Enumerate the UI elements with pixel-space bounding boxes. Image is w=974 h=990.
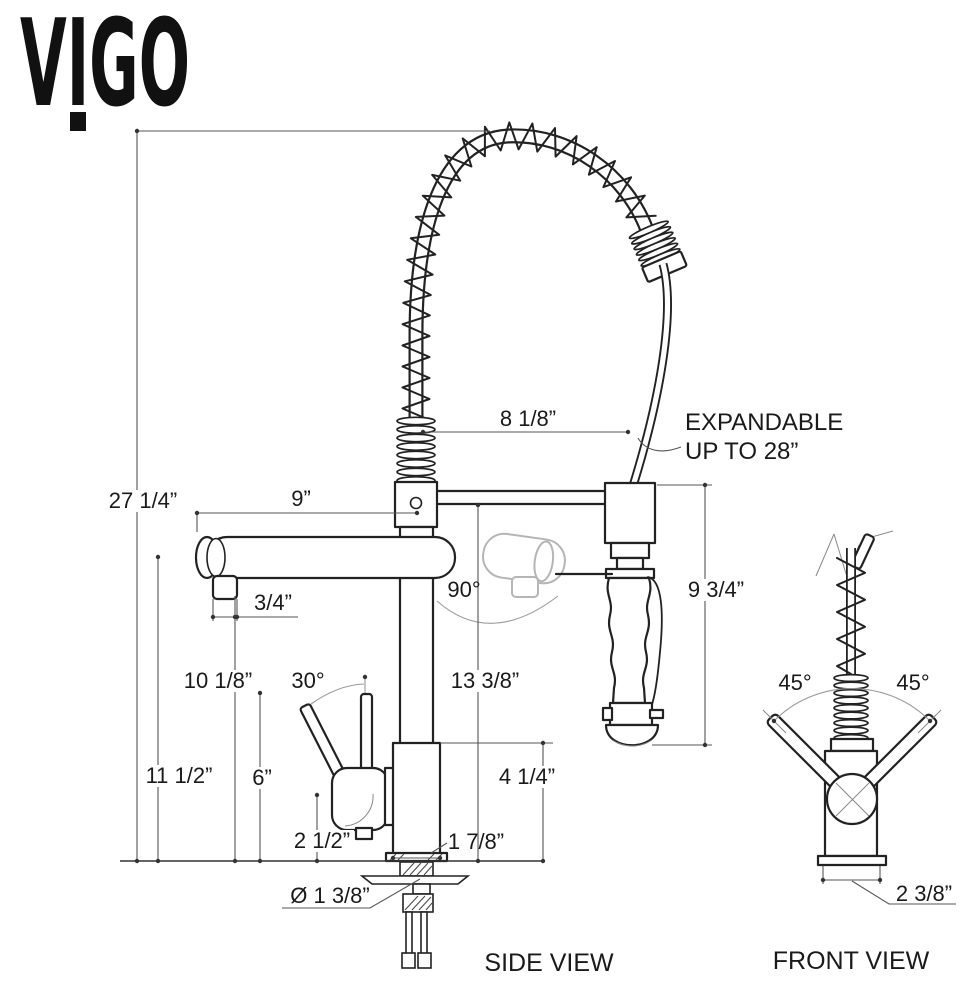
- spring-front-base: [829, 737, 875, 753]
- vigo-logo: VIGO: [20, 0, 190, 134]
- dim-spout-reach-label: 9”: [291, 486, 311, 511]
- front-base-plate: [816, 854, 888, 867]
- dimension-ticks: [134, 128, 933, 883]
- side-view-label: SIDE VIEW: [484, 949, 614, 977]
- faucet-body: [391, 741, 442, 857]
- supply-line: [405, 911, 413, 955]
- sprayer-grip: [606, 576, 652, 705]
- spring-end-coil: [628, 220, 688, 283]
- mounting-plate: [359, 875, 471, 885]
- dim-body-height-label: 4 1/4”: [499, 764, 555, 789]
- spring-bottom-coil: [396, 416, 436, 486]
- sprayer-button: [601, 706, 614, 722]
- dim-body-width-label: 1 7/8”: [448, 829, 504, 854]
- side-view-drawing: [194, 121, 688, 969]
- expandable-note-line2: UP TO 28”: [685, 438, 798, 465]
- vigo-logo-text: VIGO: [20, 0, 190, 134]
- body-width-leader: [430, 842, 448, 854]
- dim-spout-bottom-height-label: 10 1/8”: [184, 668, 253, 693]
- dim-swing-right-label: 45°: [896, 670, 929, 695]
- front-view-drawing: [762, 530, 942, 867]
- dim-hose-connection-label: 2 1/2”: [294, 828, 350, 853]
- aerator: [211, 574, 239, 601]
- dim-hole-diameter-label: Ø 1 3/8”: [290, 883, 369, 908]
- dim-hose-offset-label: 8 1/8”: [500, 406, 556, 431]
- mounting-nut: [412, 883, 431, 895]
- sprayer-head-block: [608, 701, 654, 727]
- handle-nub: [354, 826, 374, 841]
- sprayer-face: [604, 723, 660, 747]
- dim-spout-top-height-label: 11 1/2”: [146, 763, 213, 788]
- screw-detail: [409, 496, 423, 510]
- supply-fitting: [401, 952, 416, 969]
- spring-front-coil: [836, 557, 866, 675]
- dim-arm-height-label: 13 3/8”: [451, 668, 520, 693]
- swivel-arc: [436, 595, 559, 624]
- dim-base-width-label: 2 3/8”: [896, 881, 952, 906]
- dim-handle-height-label: 6”: [252, 765, 272, 790]
- dim-overall-height-label: 27 1/4”: [109, 488, 178, 513]
- dim-aerator-label: 3/4”: [254, 590, 292, 615]
- vigo-logo-dot: [70, 112, 86, 131]
- swing-arc: [773, 688, 931, 722]
- supply-line: [420, 911, 428, 955]
- dim-swing-left-label: 45°: [778, 670, 811, 695]
- base-width-leader: [851, 880, 956, 905]
- mounting-hardware: [359, 853, 471, 969]
- dim-swivel-label: 90°: [447, 577, 480, 602]
- spring-front-bottom-coil: [833, 673, 869, 743]
- supply-fitting: [417, 952, 432, 969]
- spout: [205, 535, 457, 580]
- swivel-ghost-spout: [436, 532, 566, 624]
- joint-construction-lines: [835, 782, 870, 817]
- dimension-lines: [120, 128, 956, 909]
- spring-spout-tube: [408, 128, 655, 490]
- dimension-labels: 27 1/4” 11 1/2” 10 1/8” 6” 2 1/2” 13 3/8…: [103, 406, 952, 977]
- front-view-label: FRONT VIEW: [773, 947, 930, 975]
- sprayer-holder: [603, 481, 657, 545]
- sprayer-wand: [554, 541, 665, 747]
- dim-handle-angle-label: 30°: [291, 668, 324, 693]
- spring-coil: [401, 121, 657, 421]
- handle-angle-arc: [310, 683, 365, 705]
- expandable-leader: [637, 437, 682, 452]
- hole-diameter-leader: [282, 878, 421, 909]
- support-arm: [431, 489, 610, 506]
- dim-sprayer-height-label: 9 3/4”: [688, 577, 744, 602]
- expandable-note-line1: EXPANDABLE: [685, 409, 843, 436]
